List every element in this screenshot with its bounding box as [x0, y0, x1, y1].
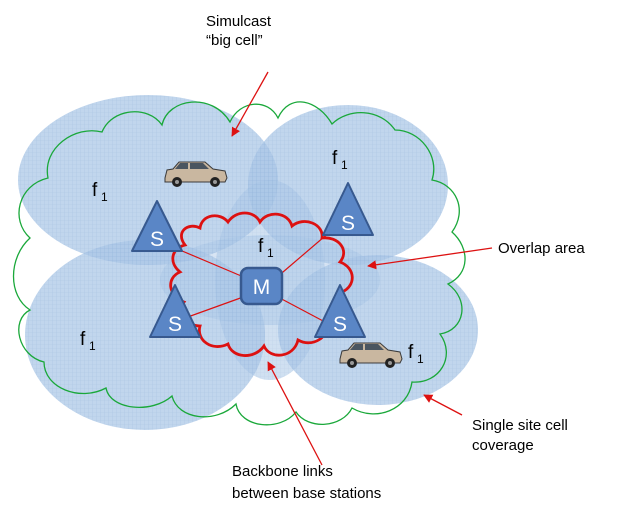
simulcast-label-line2: “big cell” — [206, 32, 263, 49]
frequency-label-top-right: f 1 — [332, 148, 348, 172]
frequency-main: f — [408, 342, 414, 363]
car-icon — [339, 342, 403, 368]
master-label: M — [253, 276, 271, 299]
link-master-s-bottom-left — [184, 295, 247, 319]
station-top-left: S — [131, 200, 183, 252]
simulcast-boundary — [12, 101, 466, 426]
frequency-label-top-left: f 1 — [92, 180, 108, 204]
backbone-label-line2: between base stations — [232, 485, 381, 502]
frequency-label-bottom-left: f 1 — [80, 329, 96, 353]
frequency-sub: 1 — [89, 339, 96, 353]
station-label: S — [168, 313, 182, 336]
station-label: S — [341, 212, 355, 235]
master-node: M — [239, 266, 284, 306]
frequency-sub: 1 — [341, 158, 348, 172]
frequency-sub: 1 — [267, 246, 274, 260]
station-bottom-right: S — [314, 284, 366, 338]
frequency-sub: 1 — [101, 190, 108, 204]
callout-arrows — [231, 71, 493, 466]
arrow-backbone — [267, 361, 323, 466]
frequency-main: f — [92, 180, 98, 201]
frequency-main: f — [258, 236, 264, 257]
frequency-sub: 1 — [417, 352, 424, 366]
base-stations: S S S S — [131, 182, 374, 338]
single-site-label-line2: coverage — [472, 437, 534, 454]
station-bottom-left: S — [149, 284, 201, 338]
frequency-main: f — [80, 329, 86, 350]
simulcast-label-line1: Simulcast — [206, 13, 272, 30]
coverage-top-left — [18, 95, 278, 265]
car-icon — [164, 161, 228, 187]
single-site-label-line1: Single site cell — [472, 417, 568, 434]
arrow-overlap — [367, 247, 493, 270]
station-label: S — [150, 228, 164, 251]
frequency-main: f — [332, 148, 338, 169]
frequency-label-center: f 1 — [258, 236, 274, 260]
station-top-right: S — [322, 182, 374, 236]
arrow-single-site — [423, 394, 463, 416]
overlap-label: Overlap area — [498, 240, 585, 257]
frequency-label-bottom-right: f 1 — [408, 342, 424, 366]
backbone-label-line1: Backbone links — [232, 463, 333, 480]
arrow-simulcast — [231, 71, 269, 137]
link-master-s-bottom-right — [275, 295, 326, 323]
coverage-areas — [18, 95, 478, 430]
station-label: S — [333, 313, 347, 336]
